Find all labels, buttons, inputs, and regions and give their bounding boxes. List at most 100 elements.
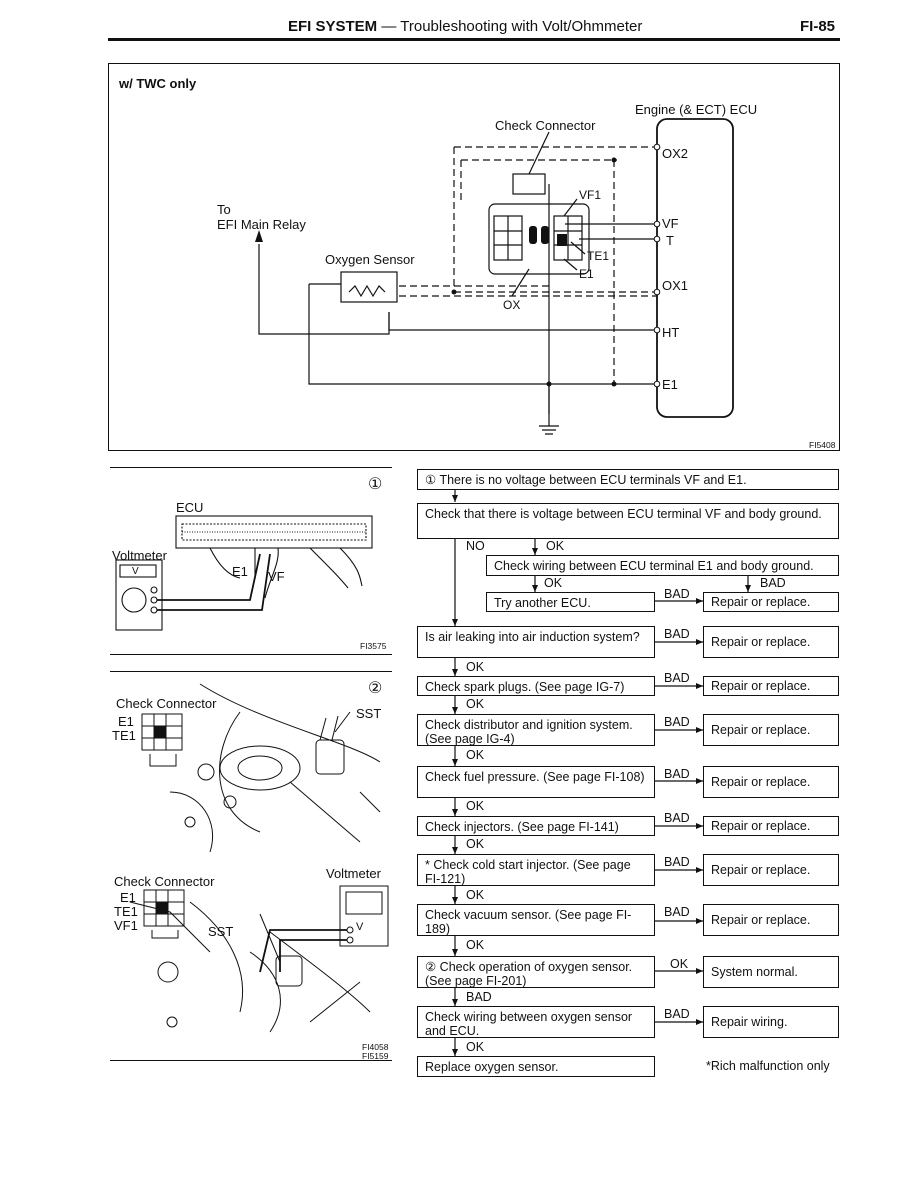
fig2-e1-bottom: E1 xyxy=(120,890,136,905)
flow-repair-8: Repair or replace. xyxy=(703,904,839,936)
pin-t: T xyxy=(666,233,674,248)
flow-vacuum-text: Check vacuum sensor. (See page FI-189) xyxy=(425,908,632,936)
page-header: EFI SYSTEM — Troubleshooting with Volt/O… xyxy=(288,18,642,35)
fig1-number: ① xyxy=(368,476,383,493)
flow-system-normal: System normal. xyxy=(703,956,839,988)
conn-e1-label: E1 xyxy=(579,267,594,281)
flow-bad-label-11: BAD xyxy=(664,1007,690,1021)
flow-air-leak-box: Is air leaking into air induction system… xyxy=(417,626,655,658)
flow-check-e1-box: Check wiring between ECU terminal E1 and… xyxy=(486,555,839,576)
flow-repair-1: Repair or replace. xyxy=(703,592,839,612)
flow-oxygen-op-text: ② Check operation of oxygen sensor. (See… xyxy=(425,960,633,988)
flow-bad-label-10: BAD xyxy=(466,990,492,1004)
header-rule xyxy=(108,38,840,41)
flow-try-ecu-text: Try another ECU. xyxy=(494,596,591,610)
section-subtitle: Troubleshooting with Volt/Ohmmeter xyxy=(400,18,643,35)
header-dash: — xyxy=(381,18,397,35)
flow-bad-label-3: BAD xyxy=(664,627,690,641)
flow-ok-label-5: OK xyxy=(466,748,485,762)
flow-injectors-box: Check injectors. (See page FI-141) xyxy=(417,816,655,836)
engine-bay-figure: ② Check Connector E1 TE1 SST Check Conne… xyxy=(110,671,392,1061)
wiring-diagram-panel: w/ TWC only Engine (& ECT) ECU Check Con… xyxy=(108,63,840,451)
flow-fuel-text: Check fuel pressure. (See page FI-108) xyxy=(425,770,645,784)
flow-try-ecu-box: Try another ECU. xyxy=(486,592,655,612)
flow-fuel-box: Check fuel pressure. (See page FI-108) xyxy=(417,766,655,798)
flow-distributor-text: Check distributor and ignition system. (… xyxy=(425,718,633,746)
flow-ok-label-8: OK xyxy=(466,888,485,902)
conn-ox-label: OX xyxy=(503,298,521,312)
flow-ok-label-3: OK xyxy=(466,660,485,674)
fig2-te1-top: TE1 xyxy=(112,728,136,743)
flow-oxygen-op-box: ② Check operation of oxygen sensor. (See… xyxy=(417,956,655,988)
flow-distributor-box: Check distributor and ignition system. (… xyxy=(417,714,655,746)
flow-ok-label-10: OK xyxy=(670,957,689,971)
fig1-drawing xyxy=(115,515,373,631)
flow-repair-6: Repair or replace. xyxy=(703,816,839,836)
pin-ox1: OX1 xyxy=(662,278,689,293)
pin-e1: E1 xyxy=(662,377,678,392)
fig2-code2: FI5159 xyxy=(362,1051,389,1061)
diagram-title: w/ TWC only xyxy=(119,76,197,91)
flow-repair-5: Repair or replace. xyxy=(703,766,839,798)
flow-bad-label-7: BAD xyxy=(664,811,690,825)
conn-vf1-label: VF1 xyxy=(579,188,602,202)
flow-bad-label-6: BAD xyxy=(664,767,690,781)
flow-repair-wiring: Repair wiring. xyxy=(703,1006,839,1038)
fig2-number: ② xyxy=(368,680,383,697)
flow-repair-4: Repair or replace. xyxy=(703,714,839,746)
flow-cold-start-text: * Check cold start injector. (See page F… xyxy=(425,858,631,886)
flow-repair-7: Repair or replace. xyxy=(703,854,839,886)
flow-start-box: ① There is no voltage between ECU termin… xyxy=(417,469,839,490)
flow-vacuum-box: Check vacuum sensor. (See page FI-189) xyxy=(417,904,655,936)
flow-replace-o2-text: Replace oxygen sensor. xyxy=(425,1060,559,1074)
flow-repair-2: Repair or replace. xyxy=(703,626,839,658)
flow-check-vf-box: Check that there is voltage between ECU … xyxy=(417,503,839,539)
flow-start-text: ① There is no voltage between ECU termin… xyxy=(425,473,747,487)
wiring-schematic xyxy=(255,118,734,435)
flow-ok-label-9: OK xyxy=(466,938,485,952)
flow-ok-label-11: OK xyxy=(466,1040,485,1054)
flow-bad-label-5: BAD xyxy=(664,715,690,729)
fig2-drawing xyxy=(129,683,389,1033)
flow-spark-box: Check spark plugs. (See page IG-7) xyxy=(417,676,655,696)
diagram-fig-code: FI5408 xyxy=(809,440,836,450)
flow-ok-label-4: OK xyxy=(466,697,485,711)
page-number: FI-85 xyxy=(800,18,836,35)
flow-replace-o2-box: Replace oxygen sensor. xyxy=(417,1056,655,1077)
flow-ok-label-7: OK xyxy=(466,837,485,851)
flow-bad-label-8: BAD xyxy=(664,855,690,869)
flow-bad-label-2: BAD xyxy=(664,587,690,601)
fig1-meter-v: V xyxy=(132,566,139,577)
pin-vf: VF xyxy=(662,216,679,231)
pin-ht: HT xyxy=(662,325,680,340)
pin-ox2: OX2 xyxy=(662,146,689,161)
conn-te1-label: TE1 xyxy=(587,249,610,263)
fig1-ecu-label: ECU xyxy=(176,500,204,515)
flow-ok-label-1: OK xyxy=(546,539,565,553)
oxygen-sensor-label: Oxygen Sensor xyxy=(325,252,415,267)
fig2-check-connector-top: Check Connector xyxy=(116,696,217,711)
fig1-code: FI3575 xyxy=(360,641,387,651)
fig2-voltmeter: Voltmeter xyxy=(326,866,381,881)
fig1-vf-label: VF xyxy=(268,569,285,584)
flow-ok-label-6: OK xyxy=(466,799,485,813)
flow-spark-text: Check spark plugs. (See page IG-7) xyxy=(425,680,625,694)
flow-injectors-text: Check injectors. (See page FI-141) xyxy=(425,820,619,834)
fig2-e1-top: E1 xyxy=(118,714,134,729)
section-title: EFI SYSTEM xyxy=(288,18,378,35)
ecu-voltmeter-figure: ① ECU Voltmeter E1 VF V FI3575 xyxy=(110,467,392,655)
flow-repair-3: Repair or replace. xyxy=(703,676,839,696)
fig2-check-connector-bottom: Check Connector xyxy=(114,874,215,889)
flow-ok-label-2: OK xyxy=(544,576,563,590)
fig1-e1-label: E1 xyxy=(232,564,248,579)
fig2-te1-bottom: TE1 xyxy=(114,904,138,919)
ecu-label: Engine (& ECT) ECU xyxy=(635,102,758,117)
relay-label: EFI Main Relay xyxy=(217,217,306,232)
flow-cold-start-box: * Check cold start injector. (See page F… xyxy=(417,854,655,886)
flow-wiring-box: Check wiring between oxygen sensor and E… xyxy=(417,1006,655,1038)
to-label: To xyxy=(217,202,231,217)
flow-wiring-text: Check wiring between oxygen sensor and E… xyxy=(425,1010,633,1038)
fig2-code1: FI4058 xyxy=(362,1042,389,1052)
fig2-vf1: VF1 xyxy=(114,918,138,933)
